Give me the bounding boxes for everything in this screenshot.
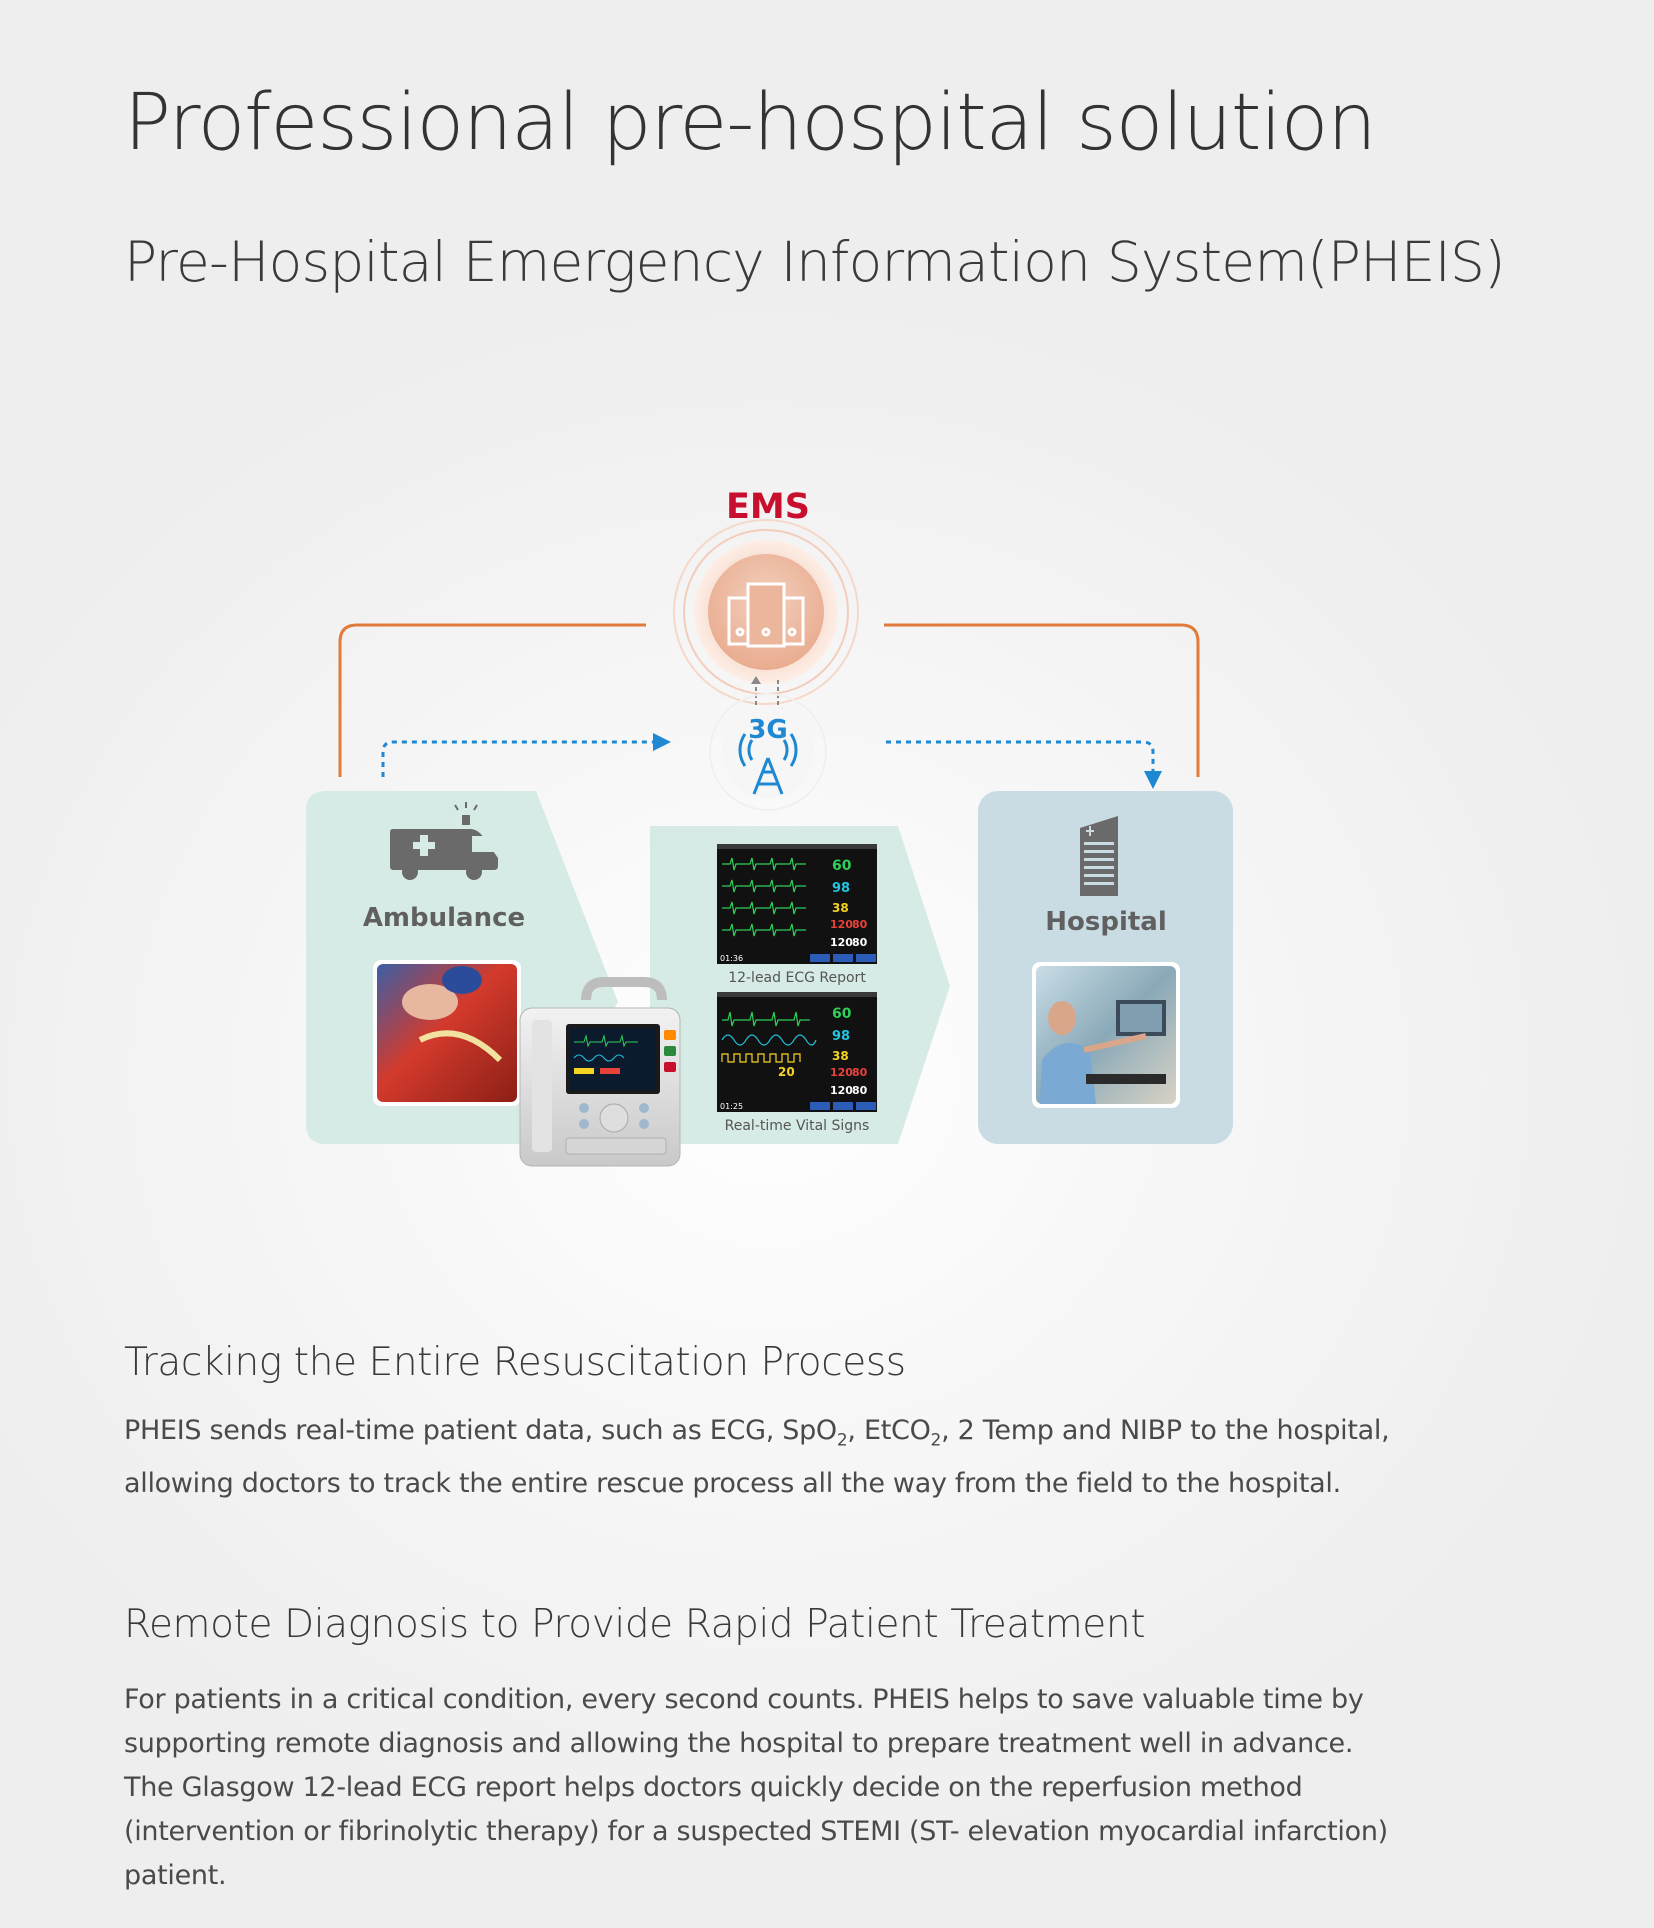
ambulance-upload-arrow [381,733,671,777]
ambulance-photo [373,960,521,1106]
ecg-report-screen: 60 98 38 120 80 120 80 01:36 [717,844,877,964]
section-title-remote-diagnosis: Remote Diagnosis to Provide Rapid Patien… [124,1602,1146,1647]
hospital-building-icon [1080,816,1118,896]
s1-nibp-sys: 120 [830,936,853,949]
ecg-report-caption: 12-lead ECG Report [728,970,866,986]
s1-hr: 60 [832,858,852,874]
hospital-photo [1032,962,1180,1108]
defibrillator-monitor [519,977,681,1167]
s2-hr: 60 [832,1006,852,1022]
network-node [709,693,827,811]
s2-nibp-sys: 120 [830,1084,853,1097]
tower-icon [738,733,798,795]
s2-resp: 20 [778,1065,795,1079]
ambulance-label: Ambulance [363,903,525,933]
s2-time: 01:25 [720,1102,743,1111]
hospital-label: Hospital [1045,907,1167,937]
s2-nibp-dia: 80 [852,1084,868,1097]
server-icon [727,582,805,648]
vital-signs-screen: 60 98 38 20 120 80 120 80 01:25 [717,992,877,1112]
ambulance-icon [390,802,498,880]
page-title: Professional pre-hospital solution [124,78,1377,168]
section-text-tracking: PHEIS sends real-time patient data, such… [124,1415,1390,1500]
s1-etco2: 38 [832,901,849,915]
section-text-remote-diagnosis: For patients in a critical condition, ev… [124,1678,1424,1898]
vital-signs-caption: Real-time Vital Signs [725,1118,870,1134]
remote-diagnosis-paragraph-2: The Glasgow 12-lead ECG report helps doc… [124,1772,1388,1891]
s1-time: 01:36 [720,954,743,963]
s1-spo2: 98 [832,881,850,896]
ems-hospital-line [884,623,1200,777]
ems-node [673,519,859,705]
s1-nibp-dia: 80 [852,936,868,949]
ambulance-ems-line [338,623,646,777]
s2-ibp-dia: 80 [852,1066,868,1079]
s2-spo2: 98 [832,1029,850,1044]
s1-ibp-sys: 120 [830,918,853,931]
ems-label: EMS [726,487,810,527]
hospital-download-arrow [886,740,1162,789]
s2-etco2: 38 [832,1049,849,1063]
page-subtitle: Pre-Hospital Emergency Information Syste… [124,230,1506,294]
s2-ibp-sys: 120 [830,1066,853,1079]
section-title-tracking: Tracking the Entire Resuscitation Proces… [124,1340,906,1385]
network-label: 3G [748,715,787,745]
remote-diagnosis-paragraph-1: For patients in a critical condition, ev… [124,1684,1364,1759]
s1-ibp-dia: 80 [852,918,868,931]
